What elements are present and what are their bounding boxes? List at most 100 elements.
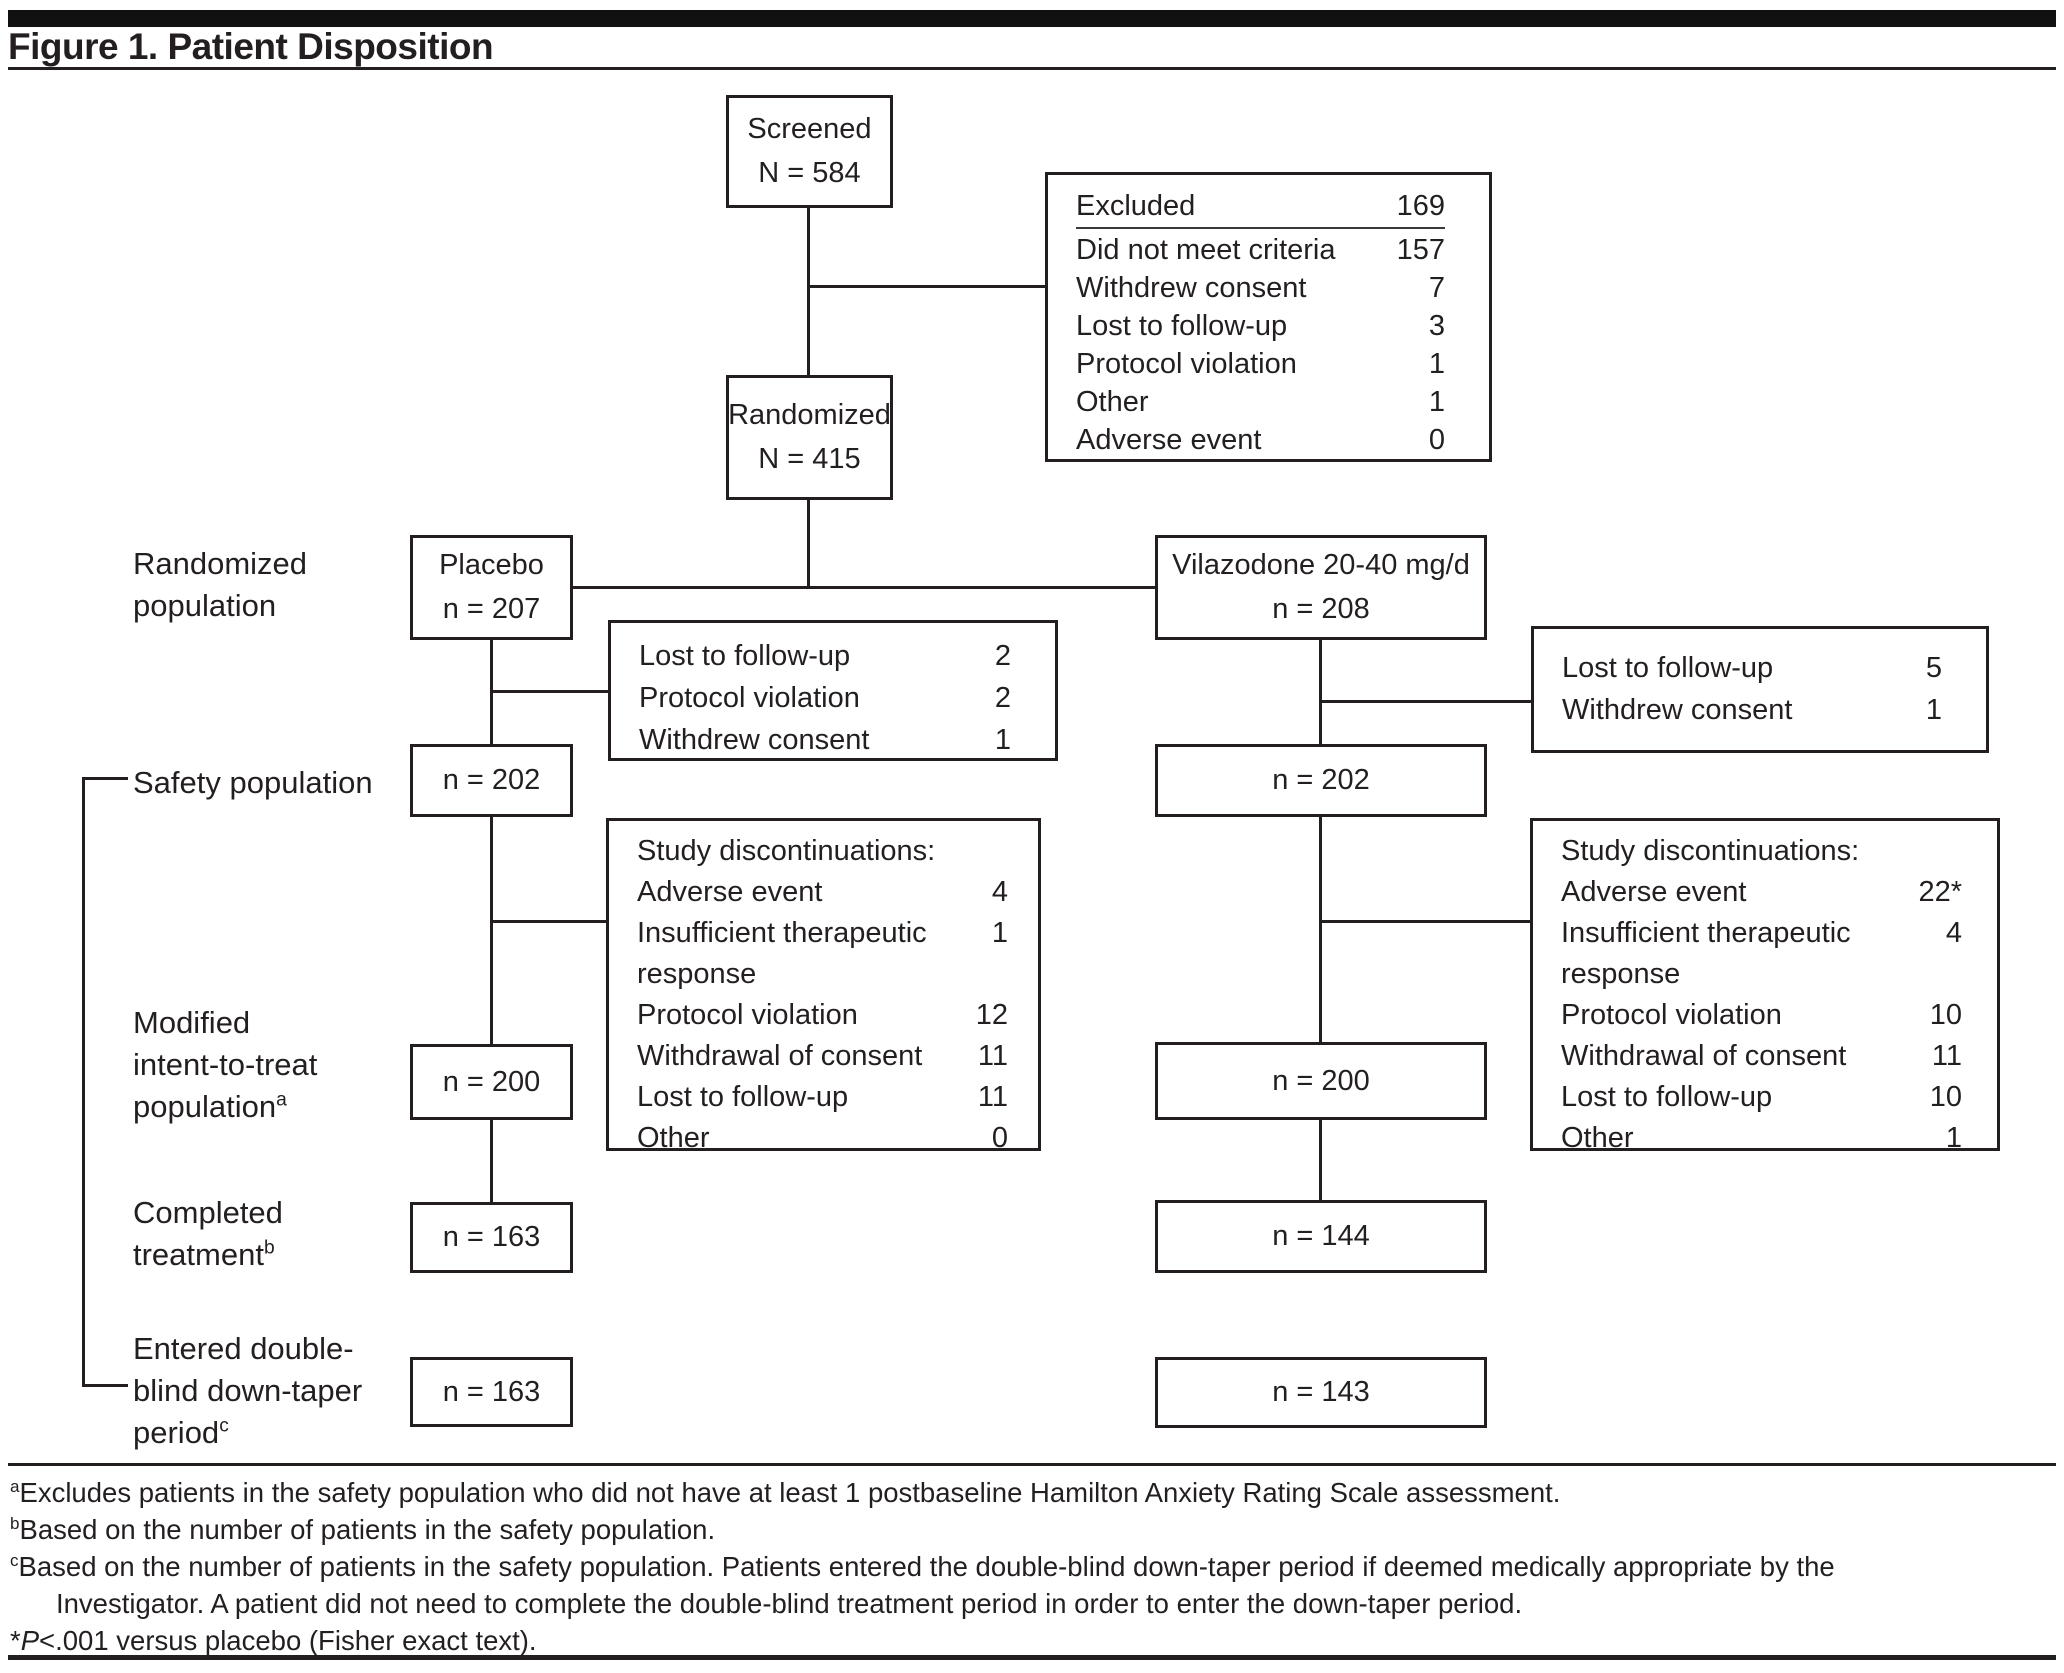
- connector-arms-crossbar: [573, 586, 1157, 589]
- vilazodone-label: Vilazodone 20-40 mg/d: [1172, 548, 1470, 581]
- connector-excluded-branch: [807, 285, 1047, 288]
- discontinuation-row: Lost to follow-up 11: [637, 1081, 1008, 1113]
- rail-label-down-taper-period: Entered double- blind down-taper periodc: [133, 1328, 362, 1454]
- rail-line: blind down-taper: [133, 1373, 363, 1408]
- footnote-c-marker: c: [10, 1550, 19, 1570]
- discontinuation-row: Insufficient therapeutic response 1: [637, 917, 1008, 990]
- discontinuation-row: Protocol violation 10: [1561, 999, 1962, 1031]
- footnote-c: cBased on the number of patients in the …: [10, 1550, 1835, 1582]
- connector-placebo-mitt: [490, 816, 493, 1046]
- bottom-rule-bar: [8, 1655, 2056, 1660]
- bracket-top-tick: [82, 777, 128, 780]
- dropout-row: Lost to follow-up 2: [639, 640, 1011, 672]
- placebo-mitt-n: n = 200: [442, 1065, 541, 1098]
- discontinuation-row: Adverse event 4: [637, 876, 1008, 908]
- rail-line: Modified: [133, 1005, 251, 1040]
- excluded-row: Adverse event 0: [1076, 424, 1445, 456]
- rail-line: Entered double-: [133, 1331, 354, 1366]
- footnote-divider: [8, 1463, 2056, 1466]
- rail-line: Safety population: [133, 765, 373, 800]
- excluded-header-value: 169: [1396, 190, 1445, 222]
- connector-placebo-discontinuations-branch: [490, 920, 608, 923]
- title-divider: [8, 67, 2056, 70]
- rail-line: intent-to-treat: [133, 1047, 318, 1082]
- excluded-header-label: Excluded: [1076, 190, 1196, 222]
- p-value-symbol: P: [20, 1625, 40, 1656]
- placebo-completed-n: n = 163: [442, 1221, 541, 1253]
- connector-vilazodone-discontinuations-branch: [1319, 920, 1532, 923]
- connector-vilazodone-safety: [1319, 640, 1322, 746]
- footnote-asterisk: *P<.001 versus placebo (Fisher exact tex…: [10, 1625, 537, 1656]
- excluded-row: Other 1: [1076, 386, 1445, 418]
- placebo-taper-box: n = 163: [410, 1357, 573, 1427]
- randomized-label: Randomized: [728, 398, 891, 431]
- discontinuation-row: Other 1: [1561, 1122, 1962, 1154]
- vilazodone-taper-box: n = 143: [1155, 1357, 1487, 1428]
- discontinuation-row: Withdrawal of consent 11: [1561, 1040, 1962, 1072]
- connector-placebo-safety: [490, 640, 493, 746]
- discontinuation-row: Insufficient therapeutic response 4: [1561, 917, 1962, 990]
- vilazodone-mitt-box: n = 200: [1155, 1042, 1487, 1120]
- vilazodone-safety-n: n = 202: [1272, 764, 1370, 796]
- placebo-safety-n: n = 202: [442, 764, 541, 796]
- excluded-row: Withdrew consent 7: [1076, 272, 1445, 304]
- rail-label-mitt-population: Modified intent-to-treat populationa: [133, 1002, 317, 1128]
- vilazodone-n: n = 208: [1272, 592, 1370, 625]
- rail-line: Completed: [133, 1195, 283, 1230]
- connector-screened-randomized: [807, 207, 810, 377]
- vilazodone-mitt-n: n = 200: [1272, 1064, 1370, 1097]
- screened-label: Screened: [747, 112, 872, 145]
- footnote-a: aExcludes patients in the safety populat…: [10, 1476, 1561, 1508]
- placebo-discontinuations-box: Study discontinuations: Adverse event 4 …: [606, 818, 1041, 1154]
- excluded-header-rule: [1076, 227, 1445, 229]
- placebo-n: n = 207: [442, 592, 541, 625]
- dropout-row: Withdrew consent 1: [639, 724, 1011, 756]
- rail-line: treatmentb: [133, 1237, 275, 1272]
- vilazodone-safety-box: n = 202: [1155, 744, 1487, 817]
- rail-label-randomized-population: Randomized population: [133, 543, 307, 627]
- connector-vilazodone-completed: [1319, 1119, 1322, 1202]
- discontinuation-row: Lost to follow-up 10: [1561, 1081, 1962, 1113]
- randomized-n: N = 415: [758, 442, 861, 475]
- bracket-vertical: [82, 777, 85, 1387]
- rail-line: population: [133, 588, 277, 623]
- footnote-b-marker: b: [10, 1513, 20, 1533]
- dropout-row: Withdrew consent 1: [1562, 694, 1942, 726]
- footnote-c-continued: Investigator. A patient did not need to …: [56, 1588, 1523, 1619]
- footnote-marker-c: c: [219, 1415, 229, 1437]
- connector-randomized-arms: [807, 500, 810, 588]
- top-rule-bar: [8, 10, 2056, 27]
- connector-placebo-completed: [490, 1119, 493, 1203]
- footnotes: aExcludes patients in the safety populat…: [10, 1474, 1835, 1659]
- dropout-row: Lost to follow-up 5: [1562, 652, 1942, 684]
- placebo-mitt-box: n = 200: [410, 1044, 573, 1120]
- rail-label-completed-treatment: Completed treatmentb: [133, 1192, 283, 1276]
- vilazodone-taper-n: n = 143: [1272, 1376, 1370, 1408]
- footnote-marker-b: b: [263, 1237, 275, 1259]
- placebo-completed-box: n = 163: [410, 1202, 573, 1273]
- vilazodone-dropouts-box: Lost to follow-up 5 Withdrew consent 1: [1531, 626, 1989, 753]
- excluded-header-row: Excluded 169: [1076, 187, 1445, 225]
- rail-line: periodc: [133, 1415, 229, 1450]
- figure-title: Figure 1. Patient Disposition: [8, 26, 494, 67]
- discontinuations-title: Study discontinuations:: [637, 835, 936, 867]
- excluded-row: Lost to follow-up 3: [1076, 310, 1445, 342]
- placebo-safety-box: n = 202: [410, 744, 573, 817]
- connector-vilazodone-dropouts-branch: [1319, 700, 1533, 703]
- rail-line: populationa: [133, 1089, 287, 1124]
- discontinuations-title: Study discontinuations:: [1561, 835, 1860, 867]
- rail-label-safety-population: Safety population: [133, 762, 373, 804]
- connector-placebo-dropouts-branch: [490, 690, 610, 693]
- asterisk-marker: *: [10, 1625, 21, 1656]
- placebo-arm-box: Placebo n = 207: [410, 535, 573, 640]
- excluded-box: Excluded 169 Did not meet criteria 157 W…: [1045, 172, 1492, 462]
- discontinuation-row: Other 0: [637, 1122, 1008, 1154]
- placebo-dropouts-box: Lost to follow-up 2 Protocol violation 2…: [608, 620, 1058, 761]
- discontinuation-row: Withdrawal of consent 11: [637, 1040, 1008, 1072]
- connector-vilazodone-mitt: [1319, 816, 1322, 1044]
- vilazodone-completed-n: n = 144: [1272, 1220, 1370, 1252]
- excluded-row: Did not meet criteria 157: [1076, 234, 1445, 266]
- discontinuation-row: Adverse event 22*: [1561, 876, 1962, 908]
- excluded-row: Protocol violation 1: [1076, 348, 1445, 380]
